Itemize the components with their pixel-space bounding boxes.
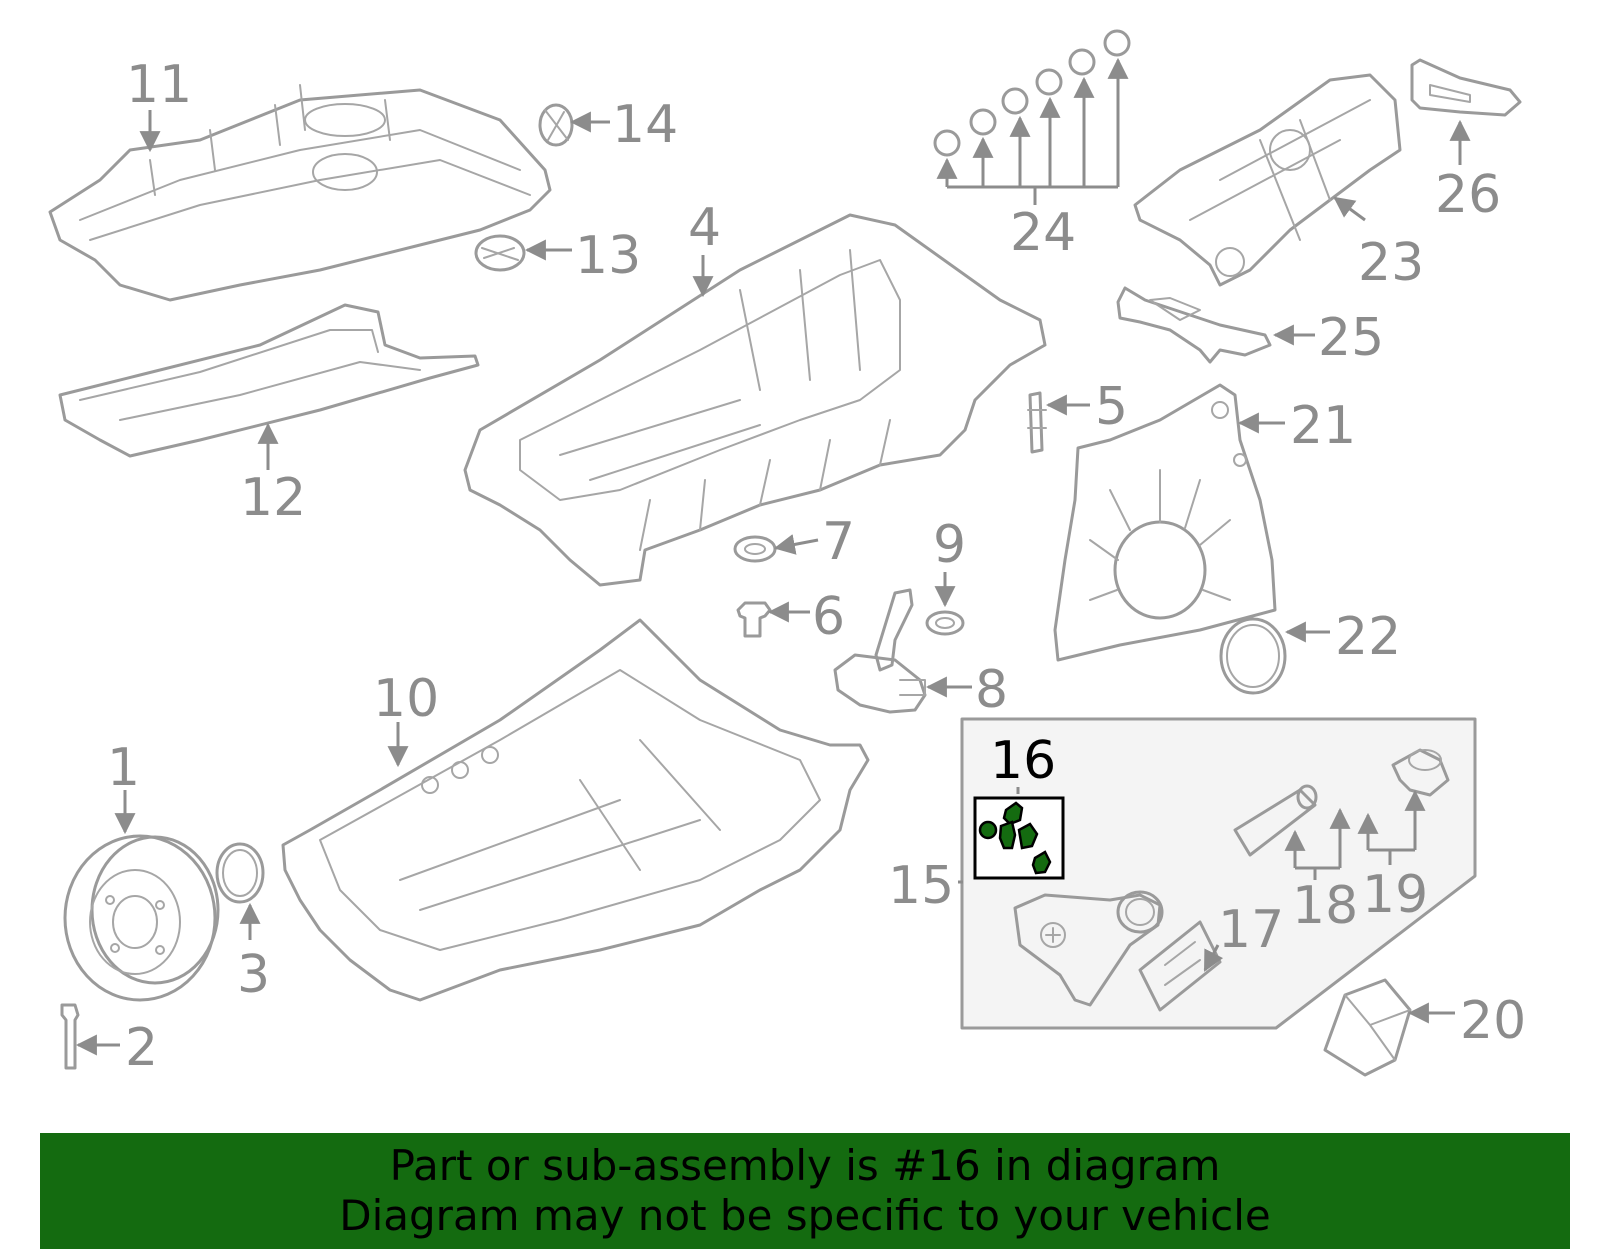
part-cover-23[interactable]: [1133, 73, 1402, 287]
label-20: 20: [1460, 991, 1526, 1051]
label-23: 23: [1358, 233, 1424, 293]
info-banner: Part or sub-assembly is #16 in diagram D…: [40, 1133, 1570, 1249]
part-drain-plug[interactable]: [736, 601, 772, 638]
part-lower-oil-pan[interactable]: [281, 618, 870, 1002]
part-vibration-damper[interactable]: [63, 834, 220, 1002]
label-11: 11: [126, 55, 192, 115]
part-filter-element[interactable]: [1233, 784, 1318, 857]
label-24: 24: [1010, 203, 1076, 263]
label-22: 22: [1335, 607, 1401, 667]
label-21: 21: [1290, 396, 1356, 456]
label-14: 14: [612, 95, 678, 155]
label-19: 19: [1362, 865, 1428, 925]
banner-line-disclaimer: Diagram may not be specific to your vehi…: [339, 1191, 1271, 1240]
label-17: 17: [1218, 900, 1284, 960]
callout-labels: 1 2 3 4 5 6 7 8 9 10 11 12 13 14 15 16 1…: [107, 55, 1526, 1078]
label-26: 26: [1435, 165, 1501, 225]
part-bolt-set[interactable]: [933, 29, 1131, 205]
label-3: 3: [237, 945, 270, 1005]
part-valve-cover-gasket[interactable]: [58, 303, 480, 458]
part-16-seal-kit[interactable]: [978, 801, 1052, 875]
label-18: 18: [1292, 876, 1358, 936]
part-bracket-26[interactable]: [1410, 58, 1522, 117]
oil-filter-housing-group: [958, 717, 1477, 1030]
label-15: 15: [888, 856, 954, 916]
label-4: 4: [688, 198, 721, 258]
label-10: 10: [373, 669, 439, 729]
part-filter-cap[interactable]: [1391, 748, 1450, 797]
part-seal-ring-22[interactable]: [1219, 617, 1287, 695]
part-timing-cover[interactable]: [1053, 383, 1277, 662]
part-cover-20[interactable]: [1323, 978, 1412, 1077]
label-16: 16: [990, 731, 1056, 791]
label-5: 5: [1095, 377, 1128, 437]
part-upper-oil-pan[interactable]: [463, 213, 1047, 587]
label-1: 1: [107, 738, 140, 798]
banner-line-part: Part or sub-assembly is #16 in diagram: [389, 1141, 1221, 1190]
part-bracket-25[interactable]: [1116, 286, 1272, 364]
label-6: 6: [812, 587, 845, 647]
label-25: 25: [1318, 308, 1384, 368]
part-filler-cap[interactable]: [474, 234, 526, 272]
label-7: 7: [822, 512, 855, 572]
label-8: 8: [975, 660, 1008, 720]
label-13: 13: [575, 226, 641, 286]
leader-lines: [75, 110, 1471, 1056]
part-washer-9[interactable]: [925, 610, 965, 636]
label-2: 2: [125, 1018, 158, 1078]
part-oring-3[interactable]: [215, 842, 265, 904]
part-sensor-5[interactable]: [1027, 391, 1047, 454]
part-oil-level-sensor[interactable]: [833, 588, 927, 714]
label-12: 12: [240, 468, 306, 528]
part-bolt-2[interactable]: [60, 1003, 80, 1070]
label-9: 9: [933, 515, 966, 575]
parts-diagram: 1 2 3 4 5 6 7 8 9 10 11 12 13 14 15 16 1…: [48, 29, 1526, 1078]
part-cap-14[interactable]: [538, 103, 574, 147]
part-valve-cover[interactable]: [48, 84, 552, 302]
part-ring-7[interactable]: [733, 535, 777, 563]
part-oil-filter-housing[interactable]: [1013, 890, 1164, 1007]
